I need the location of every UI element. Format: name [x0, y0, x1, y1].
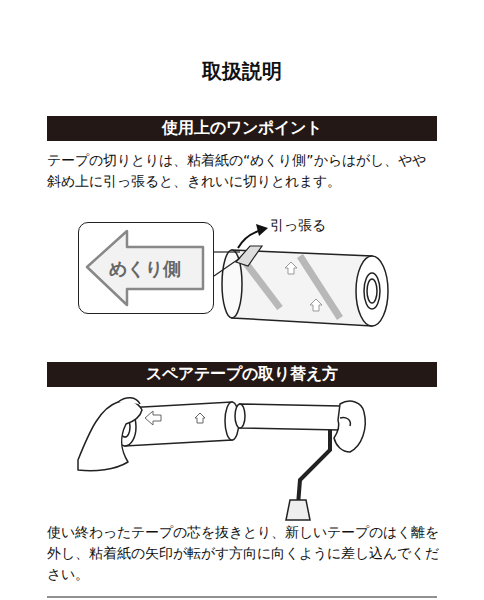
instruction-text: 使い終わったテープの芯を抜きとり、新しいテープのはく離を外し、粘着紙の矢印が転が…: [47, 522, 439, 585]
roller-handle: [235, 404, 340, 520]
pull-label: 引っ張る: [270, 216, 360, 234]
callout-text: めくり側: [109, 257, 181, 281]
section-band: 使用上のワンポイント: [47, 116, 437, 141]
section-band: スペアテープの取り替え方: [47, 362, 437, 387]
arrow-outline: [87, 231, 203, 305]
hands: [78, 398, 365, 471]
callout-box: めくり側: [78, 222, 214, 314]
page-title: 取扱説明: [0, 58, 484, 85]
instruction-text: テープの切りとりは、粘着紙の“めくり側”からはがし、やや斜め上に引っ張ると、きれ…: [47, 150, 439, 192]
section-heading: 使用上のワンポイント: [162, 118, 322, 139]
section-heading: スペアテープの取り替え方: [146, 364, 338, 385]
